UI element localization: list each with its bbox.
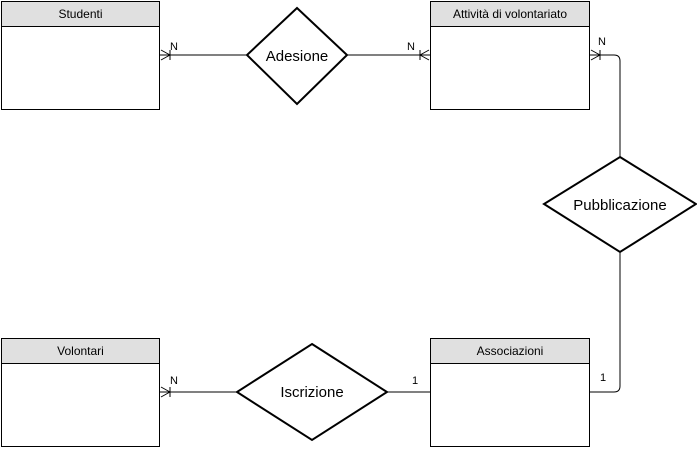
crows-foot-attivita-right-icon xyxy=(590,49,601,61)
entity-volontari[interactable]: Volontari xyxy=(1,338,160,447)
relationship-adesione[interactable]: Adesione xyxy=(245,6,349,106)
entity-associazioni[interactable]: Associazioni xyxy=(430,338,590,447)
entity-attivita-body xyxy=(431,27,589,109)
entity-volontari-title: Volontari xyxy=(2,339,159,364)
relationship-adesione-label: Adesione xyxy=(266,48,329,65)
relationship-pubblicazione[interactable]: Pubblicazione xyxy=(542,155,697,254)
cardinality-attivita-pubblicazione: N xyxy=(598,36,606,48)
entity-studenti[interactable]: Studenti xyxy=(1,1,160,110)
entity-volontari-body xyxy=(2,364,159,446)
connector-attivita-pubblicazione xyxy=(590,54,621,157)
relationship-iscrizione-label: Iscrizione xyxy=(280,384,343,401)
cardinality-volontari-iscrizione: N xyxy=(170,375,178,387)
cardinality-studenti-adesione: N xyxy=(170,41,178,53)
cardinality-associazioni-pubblicazione: 1 xyxy=(600,372,606,384)
cardinality-associazioni-iscrizione: 1 xyxy=(412,375,418,387)
relationship-pubblicazione-label: Pubblicazione xyxy=(573,197,666,214)
crows-foot-attivita-left-icon xyxy=(419,49,430,61)
crows-foot-volontari-icon xyxy=(160,386,171,398)
crows-foot-studenti-icon xyxy=(160,49,171,61)
connector-pubblicazione-associazioni xyxy=(590,252,621,393)
entity-attivita-di-volontariato[interactable]: Attività di volontariato xyxy=(430,1,590,110)
entity-studenti-title: Studenti xyxy=(2,2,159,27)
entity-studenti-body xyxy=(2,27,159,109)
cardinality-attivita-adesione: N xyxy=(407,41,415,53)
entity-associazioni-title: Associazioni xyxy=(431,339,589,364)
entity-associazioni-body xyxy=(431,364,589,446)
entity-attivita-title: Attività di volontariato xyxy=(431,2,589,27)
relationship-iscrizione[interactable]: Iscrizione xyxy=(235,342,389,442)
